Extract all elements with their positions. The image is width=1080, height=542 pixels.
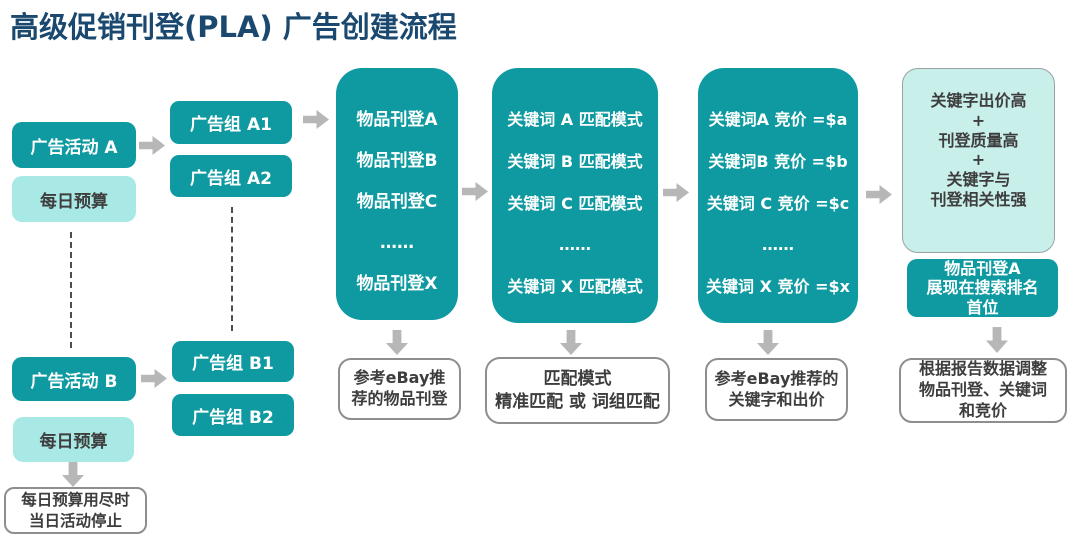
arrow-right-icon (866, 185, 892, 204)
arrow-right-icon (462, 182, 488, 201)
dotted-connector-budget-a-to-campaign-b (70, 232, 72, 348)
campaign-b-budget-label: 每日预算 (39, 432, 108, 452)
listings-note-box: 参考eBay推 荐的物品刊登 (338, 358, 461, 420)
arrow-right-icon (141, 369, 167, 388)
arrow-right-icon (303, 110, 329, 129)
page-title: 高级促销刊登(PLA) 广告创建流程 (10, 10, 457, 44)
arrow-down-icon (560, 330, 582, 355)
listing-line: 物品刊登B (356, 151, 438, 171)
match-note-box: 匹配模式 精准匹配 或 词组匹配 (485, 357, 670, 424)
bids-note-box: 参考eBay推荐的 关键字和出价 (705, 358, 848, 421)
bids-note: 参考eBay推荐的 关键字和出价 (714, 368, 839, 409)
match-modes-box: 关键词 A 匹配模式 关键词 B 匹配模式 关键词 C 匹配模式 …… 关键词 … (492, 68, 658, 323)
campaign-a-box: 广告活动 A (12, 122, 136, 168)
campaign-a-budget-box: 每日预算 (12, 176, 136, 222)
match-note: 匹配模式 精准匹配 或 词组匹配 (495, 369, 660, 412)
ad-group-b2-label: 广告组 B2 (192, 407, 274, 428)
top-rank-text: 物品刊登A 展现在搜索排名 首位 (926, 259, 1039, 317)
listings-box: 物品刊登A 物品刊登B 物品刊登C …… 物品刊登X (336, 68, 458, 320)
arrow-right-icon (663, 183, 689, 202)
ad-group-b2-box: 广告组 B2 (172, 394, 294, 436)
bid-line: 关键词A 竞价 =$a (708, 110, 848, 129)
campaign-b-budget-box: 每日预算 (13, 417, 134, 462)
dotted-connector-group-a-to-group-b (231, 207, 233, 331)
listing-line: 物品刊登A (356, 110, 438, 130)
arrow-down-icon (757, 330, 779, 355)
ad-group-a1-label: 广告组 A1 (190, 115, 272, 135)
match-mode-line: 关键词 C 匹配模式 (507, 193, 643, 213)
listing-line: 物品刊登C (356, 192, 438, 212)
success-factors-box: 关键字出价高 + 刊登质量高 + 关键字与 刊登相关性强 (902, 68, 1055, 253)
campaign-b-label: 广告活动 B (30, 371, 118, 392)
ad-group-a1-box: 广告组 A1 (170, 101, 292, 144)
bid-line: 关键词 X 竞价 =$x (706, 277, 850, 296)
budget-stop-note: 每日预算用尽时 当日活动停止 (21, 491, 130, 530)
ad-group-b1-label: 广告组 B1 (192, 354, 274, 374)
listing-line: 物品刊登X (356, 274, 438, 294)
adjust-note: 根据报告数据调整 物品刊登、关键词 和竞价 (918, 359, 1047, 420)
top-rank-box: 物品刊登A 展现在搜索排名 首位 (907, 259, 1058, 317)
ad-group-b1-box: 广告组 B1 (172, 341, 294, 382)
budget-stop-note-box: 每日预算用尽时 当日活动停止 (4, 487, 147, 534)
success-factors-text: 关键字出价高 + 刊登质量高 + 关键字与 刊登相关性强 (930, 91, 1027, 210)
campaign-a-budget-label: 每日预算 (40, 191, 108, 212)
ellipsis-line: …… (559, 235, 591, 255)
adjust-note-box: 根据报告数据调整 物品刊登、关键词 和竞价 (899, 358, 1067, 423)
bid-line: 关键词 C 竞价 =$c (706, 193, 850, 213)
match-mode-line: 关键词 A 匹配模式 (507, 110, 643, 129)
listings-note: 参考eBay推 荐的物品刊登 (351, 368, 448, 408)
match-mode-line: 关键词 B 匹配模式 (507, 151, 643, 171)
ellipsis-line: …… (762, 235, 794, 255)
bids-box: 关键词A 竞价 =$a 关键词B 竞价 =$b 关键词 C 竞价 =$c …… … (698, 68, 858, 323)
arrow-down-icon (386, 330, 408, 355)
arrow-down-icon (986, 327, 1008, 353)
ad-group-a2-box: 广告组 A2 (170, 155, 292, 197)
match-mode-line: 关键词 X 匹配模式 (507, 277, 643, 296)
campaign-a-label: 广告活动 A (30, 137, 118, 158)
arrow-right-icon (139, 136, 165, 155)
campaign-b-box: 广告活动 B (12, 357, 136, 401)
ad-group-a2-label: 广告组 A2 (190, 168, 272, 189)
ellipsis-line: …… (380, 233, 414, 253)
bid-line: 关键词B 竞价 =$b (708, 151, 848, 171)
arrow-down-icon (62, 462, 84, 487)
